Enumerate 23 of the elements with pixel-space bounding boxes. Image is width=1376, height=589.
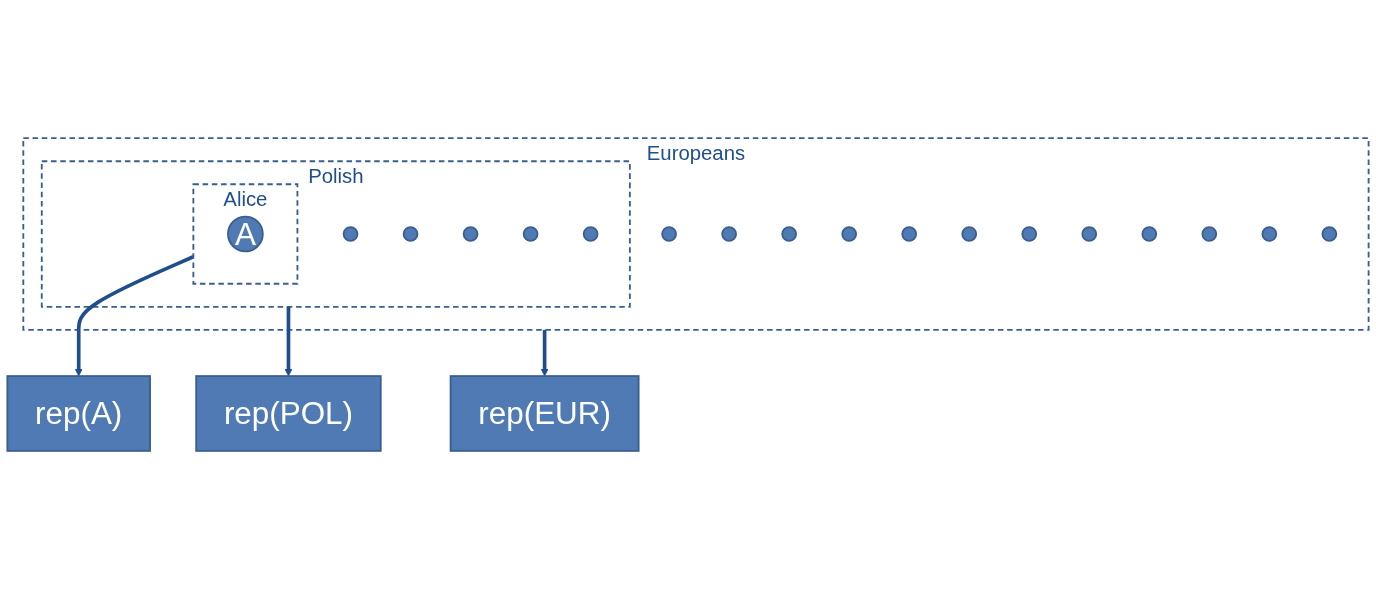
node-circle: [1141, 226, 1158, 242]
node-circle: A: [227, 215, 264, 253]
node-circle: [1261, 226, 1278, 242]
arrow: [540, 329, 549, 377]
node-box: rep(EUR): [449, 375, 640, 452]
node-circle: [582, 226, 599, 242]
node-circle: [1321, 226, 1338, 242]
node-circle: [961, 226, 978, 242]
node-circle: [522, 226, 539, 242]
arrow: [284, 306, 293, 377]
node-circle: [841, 226, 858, 242]
node-circle: [661, 226, 677, 242]
node-circle: [462, 226, 479, 242]
node-circle: [1201, 226, 1218, 242]
node-circle: [781, 226, 797, 242]
node-circle: [721, 226, 737, 242]
node-circle: [1021, 226, 1038, 242]
node-box: rep(POL): [195, 375, 382, 452]
node-circle: [402, 226, 419, 242]
node-circle: [901, 226, 918, 242]
node-circle: [1081, 226, 1098, 242]
node-box: rep(A): [6, 375, 151, 452]
node-circle: [342, 226, 359, 242]
